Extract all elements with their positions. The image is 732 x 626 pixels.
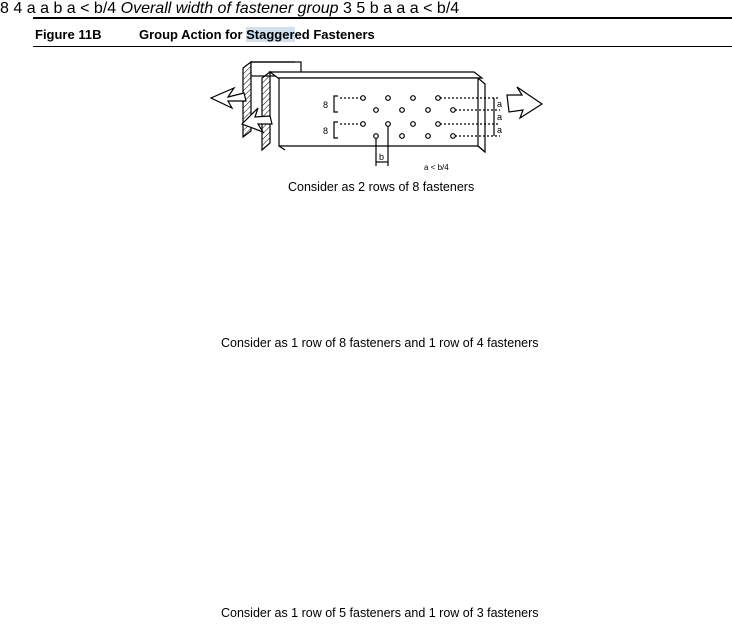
d3-b-label: b	[369, 0, 379, 17]
diagram-2-labels: 8 4 a a b a < b/4	[0, 0, 121, 17]
d1-row-label-1: 8	[323, 100, 328, 110]
left-force-arrow-bottom	[240, 107, 273, 134]
d3-row-label-5: 5	[356, 0, 366, 17]
d2-row-label-4: 4	[13, 0, 23, 17]
d1-spacing-a-2: a	[497, 112, 502, 122]
d3-annotation-line1: Overall width of	[120, 0, 231, 17]
fasteners-row-1	[360, 95, 456, 113]
d3-spacing-a-1: a	[383, 0, 392, 17]
d2-row-label-8: 8	[0, 0, 9, 17]
d2-condition: a < b/4	[66, 0, 117, 17]
right-force-arrow	[506, 86, 544, 120]
d1-b-label: b	[379, 152, 384, 162]
diagram-1	[209, 60, 544, 166]
title-prefix: Group Action for	[139, 27, 247, 42]
middle-plate	[261, 70, 484, 152]
d1-row-label-2: 8	[323, 126, 328, 136]
d1-spacing-a-3: a	[497, 125, 502, 135]
header-bottom-rule	[33, 46, 732, 47]
d1-spacing-a-1: a	[497, 99, 502, 109]
d2-spacing-a-1: a	[26, 0, 36, 17]
front-plate	[278, 77, 486, 154]
caption-diagram-3: Consider as 1 row of 5 fasteners and 1 r…	[221, 606, 539, 620]
d3-spacing-a-2: a	[396, 0, 406, 17]
d3-condition: a < b/4	[409, 0, 460, 17]
d3-row-label-3: 3	[342, 0, 352, 17]
header-top-rule	[33, 17, 732, 19]
caption-diagram-1: Consider as 2 rows of 8 fasteners	[288, 180, 475, 194]
figure-title: Group Action for Staggered Fasteners	[139, 27, 375, 42]
diagram-1-labels: 8 8 a a a b a < b/4	[323, 99, 502, 172]
caption-diagram-2: Consider as 1 row of 8 fasteners and 1 r…	[221, 336, 539, 350]
title-suffix: ed Fasteners	[294, 27, 375, 42]
d2-b-label: b	[53, 0, 63, 17]
diagram-3-labels: Overall width of fastener group 3 5 b a …	[121, 0, 460, 17]
d2-spacing-a-2: a	[40, 0, 49, 17]
d1-condition: a < b/4	[424, 163, 449, 172]
title-highlight: Stagger	[246, 27, 295, 42]
fasteners-row-2	[360, 121, 456, 139]
d3-annotation-line2: fastener group	[235, 0, 339, 17]
left-force-arrow-top	[209, 86, 247, 110]
figure-number: Figure 11B	[35, 27, 102, 42]
